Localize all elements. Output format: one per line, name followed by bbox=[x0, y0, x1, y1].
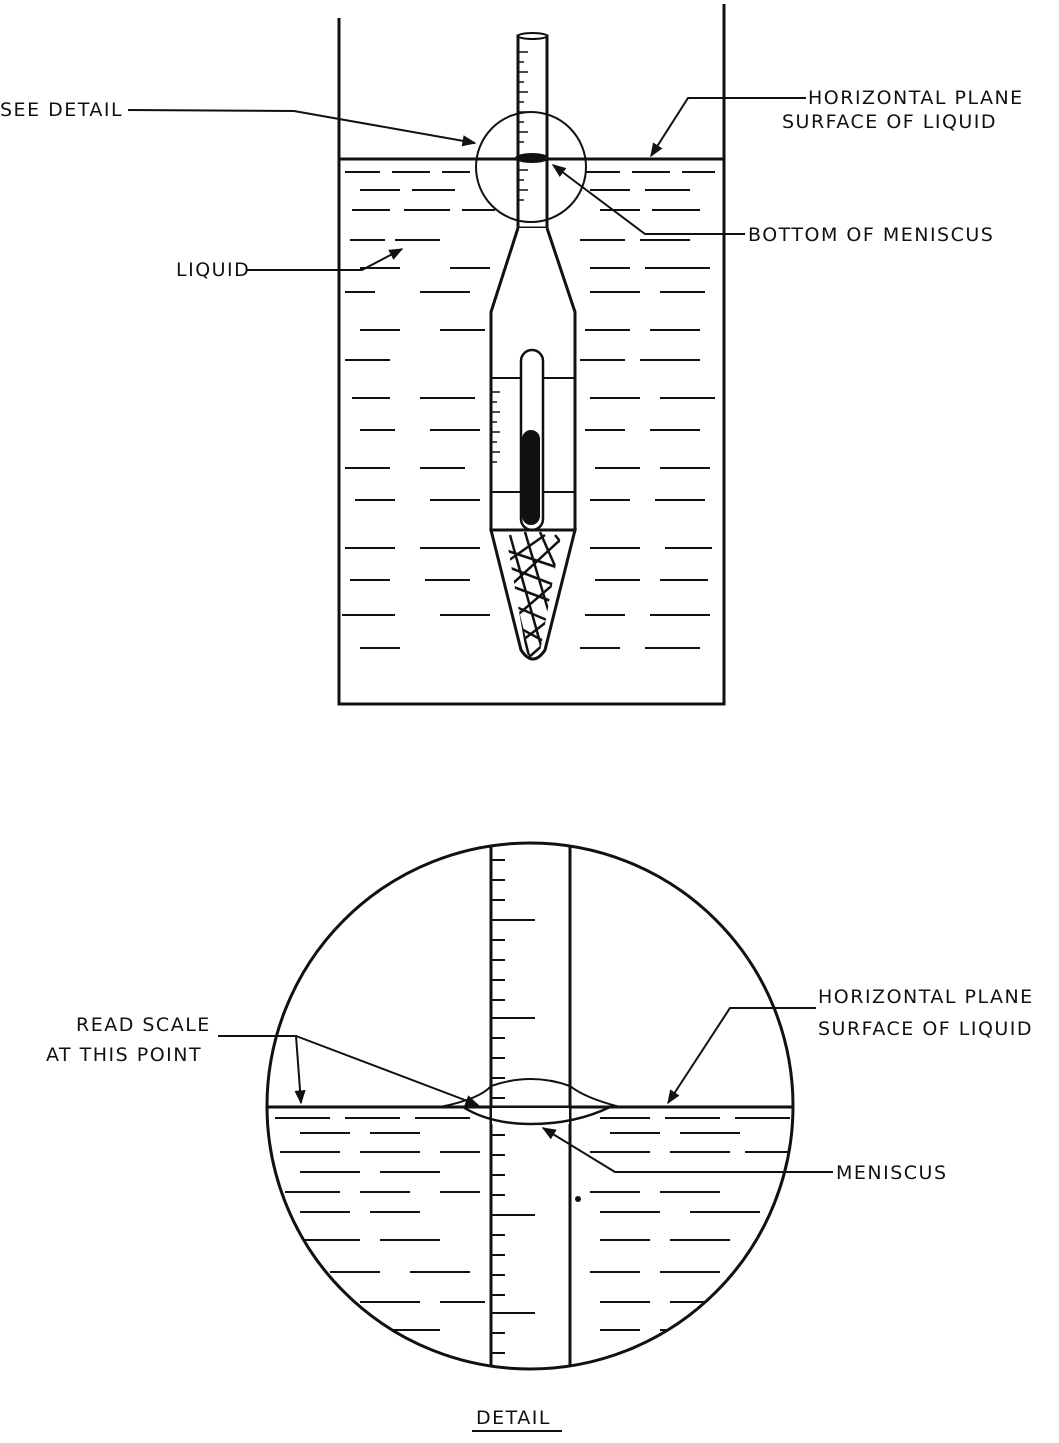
meniscus-leader bbox=[541, 1127, 833, 1173]
detail-horizontal-plane-leader bbox=[667, 1007, 816, 1105]
hydrometer bbox=[489, 32, 577, 661]
see-detail-leader bbox=[127, 109, 477, 147]
detail-liquid-dashes bbox=[275, 1117, 790, 1331]
liquid-leader bbox=[246, 248, 404, 271]
detail-stem bbox=[439, 843, 621, 1369]
surface-of-liquid-label: SURFACE OF LIQUID bbox=[782, 111, 997, 133]
detail-circle bbox=[265, 841, 795, 1371]
liquid-label: LIQUID bbox=[176, 259, 250, 281]
read-scale-leader-1 bbox=[218, 1035, 306, 1105]
horizontal-plane-label: HORIZONTAL PLANE bbox=[808, 87, 1024, 109]
meniscus-blob bbox=[515, 153, 549, 163]
detail-caption: DETAIL bbox=[476, 1407, 551, 1429]
thermometer bbox=[491, 348, 575, 532]
at-this-point-label: AT THIS POINT bbox=[46, 1044, 202, 1066]
read-scale-leader-2 bbox=[295, 1035, 480, 1106]
detail-surface-of-liquid-label: SURFACE OF LIQUID bbox=[818, 1018, 1033, 1040]
liquid-dashes bbox=[342, 171, 715, 649]
bottom-of-meniscus-label: BOTTOM OF MENISCUS bbox=[748, 224, 994, 246]
bottom-of-meniscus-leader bbox=[551, 164, 745, 235]
detail-meniscus-upper bbox=[439, 1078, 621, 1108]
read-scale-label: READ SCALE bbox=[76, 1014, 211, 1036]
cylinder-outline bbox=[337, 4, 726, 706]
cylinder-figure: SEE DETAIL HORIZONTAL PLANE SURFACE OF L… bbox=[0, 4, 1024, 706]
detail-marker-circle bbox=[475, 111, 587, 223]
see-detail-label: SEE DETAIL bbox=[0, 99, 123, 121]
detail-figure: READ SCALE AT THIS POINT HORIZONTAL PLAN… bbox=[46, 841, 1034, 1432]
meniscus-label: MENISCUS bbox=[836, 1162, 948, 1184]
detail-horizontal-plane-label: HORIZONTAL PLANE bbox=[818, 986, 1034, 1008]
detail-meniscus-lower bbox=[462, 1105, 611, 1126]
horizontal-plane-leader bbox=[650, 97, 806, 158]
detail-scale-ticks bbox=[491, 859, 535, 1354]
